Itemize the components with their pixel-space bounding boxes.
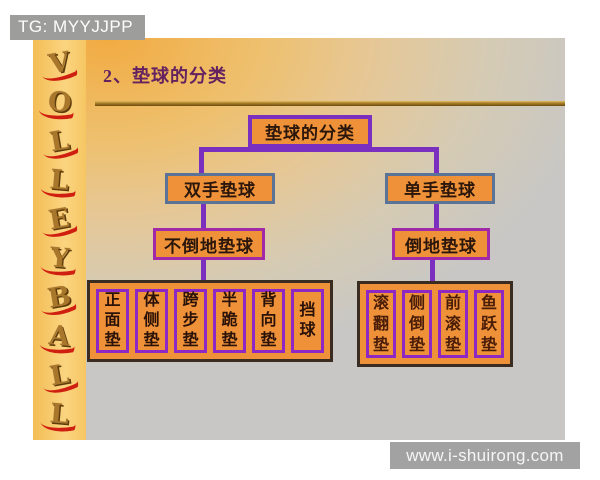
leaf-dive-pad: 鱼跃垫 [474,290,504,358]
letter-l: L [47,355,72,397]
title-underline-rule [95,101,565,106]
letter-l: L [47,121,72,163]
connector-drop-right [434,147,439,174]
slide-title: 2、垫球的分类 [103,66,227,86]
tree-node-non-falling: 不倒地垫球 [153,228,265,260]
connector-root-horizontal [199,147,439,152]
tree-node-two-hand: 双手垫球 [165,173,275,204]
leaf-roll-pad: 滚翻垫 [366,290,396,358]
leaf-side-pad: 体侧垫 [135,289,168,353]
letter-v: V [46,42,73,84]
letter-e: E [46,199,73,241]
tree-node-falling: 倒地垫球 [392,228,490,260]
watermark-top-left: TG: MYYJJPP [10,15,146,40]
leaf-group-two-hand: 正面垫 体侧垫 跨步垫 半跪垫 背向垫 挡球 [87,280,333,362]
tree-node-one-hand: 单手垫球 [385,173,495,204]
letter-a: A [47,316,72,357]
presentation-slide: V O L L E Y B A L L 2、垫球的分类 垫球的分类 双手垫球 单… [33,38,565,440]
volleyball-letters: V O L L E Y B A L L [33,44,86,434]
letter-l: L [48,160,71,201]
leaf-block-ball: 挡球 [291,289,324,353]
connector-right-level2-3 [434,204,439,228]
letter-o: O [46,82,73,123]
leaf-forward-roll-pad: 前滚垫 [438,290,468,358]
leaf-front-pad: 正面垫 [96,289,129,353]
volleyball-sidebar: V O L L E Y B A L L [33,38,86,440]
connector-right-level3-group [430,260,435,281]
leaf-stride-pad: 跨步垫 [174,289,207,353]
leaf-side-fall-pad: 侧倒垫 [402,290,432,358]
leaf-group-one-hand: 滚翻垫 侧倒垫 前滚垫 鱼跃垫 [357,281,513,367]
connector-left-level2-3 [201,204,206,228]
leaf-half-kneel-pad: 半跪垫 [213,289,246,353]
letter-y: Y [48,238,71,279]
letter-b: B [45,276,74,318]
connector-drop-left [199,147,204,174]
leaf-back-pad: 背向垫 [252,289,285,353]
letter-l: L [48,394,71,435]
connector-left-level3-group [201,260,206,280]
tree-root-node: 垫球的分类 [248,115,372,148]
watermark-bottom-right: www.i-shuirong.com [390,442,580,469]
